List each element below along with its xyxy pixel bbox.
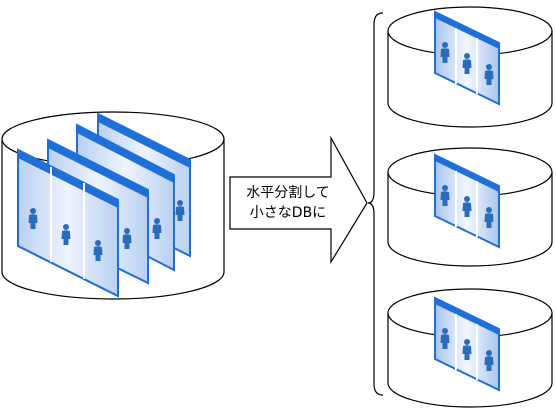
table-panel — [434, 296, 500, 392]
grouping-brace — [367, 12, 384, 396]
table-panel — [434, 153, 500, 249]
table-panel-stack — [17, 112, 191, 298]
small-database — [387, 6, 553, 128]
arrow-label-line2: 小さなDBに — [250, 205, 326, 221]
large-database — [1, 111, 225, 300]
table-panel — [434, 10, 500, 106]
table-panel-front — [17, 148, 119, 298]
arrow-shape — [229, 135, 368, 265]
partition-arrow: 水平分割して 小さなDBに — [229, 135, 368, 265]
arrow-label-line1: 水平分割して — [246, 184, 330, 201]
small-database — [387, 147, 553, 267]
small-database — [387, 288, 553, 408]
